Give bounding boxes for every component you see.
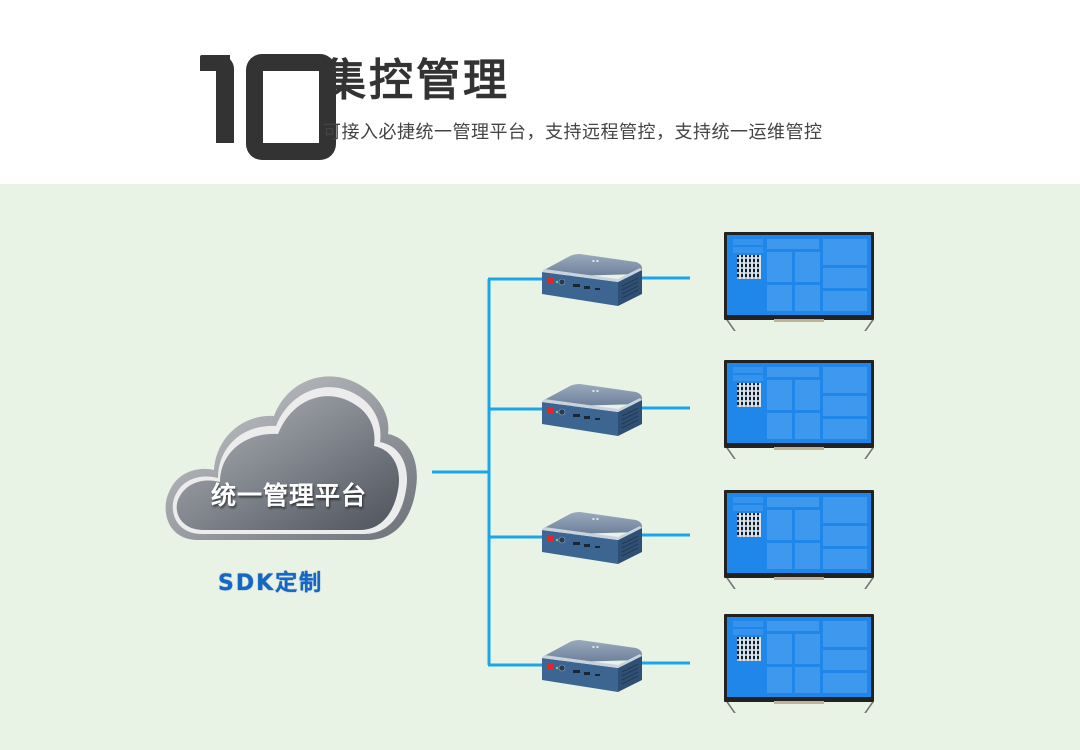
tv-screen <box>724 614 874 702</box>
section-subtitle: 可接入必捷统一管理平台，支持远程管控，支持统一运维管控 <box>323 122 823 143</box>
svg-text:▪ ▪: ▪ ▪ <box>592 644 599 649</box>
digit-zero-glyph <box>246 54 336 160</box>
mini-pc-icon: ▪ ▪ <box>540 248 646 310</box>
mini-pc-icon: ▪ ▪ <box>540 634 646 696</box>
section-number: 10 <box>200 54 336 160</box>
tv-base <box>774 319 824 322</box>
management-platform-cloud: 统一管理平台 <box>158 358 420 548</box>
section-title: 集控管理 <box>322 55 510 106</box>
header: 10 集控管理 可接入必捷统一管理平台，支持远程管控，支持统一运维管控 <box>0 0 1080 184</box>
tv-leg-right <box>864 578 874 589</box>
tv-leg-left <box>726 320 736 331</box>
svg-text:▪ ▪: ▪ ▪ <box>592 388 599 393</box>
qr-code <box>737 255 761 279</box>
qr-code <box>737 637 761 661</box>
tv-leg-left <box>726 578 736 589</box>
tv-screen <box>724 360 874 448</box>
qr-code <box>737 383 761 407</box>
tv-leg-right <box>864 448 874 459</box>
tv-leg-left <box>726 448 736 459</box>
tv-icon <box>722 490 878 590</box>
digit-one-glyph <box>200 55 236 143</box>
tv-base <box>774 447 824 450</box>
tv-base <box>774 577 824 580</box>
svg-text:▪ ▪: ▪ ▪ <box>592 516 599 521</box>
mini-pc-icon: ▪ ▪ <box>540 506 646 568</box>
tv-leg-right <box>864 702 874 713</box>
mini-pc-icon: ▪ ▪ <box>540 378 646 440</box>
tv-icon <box>722 232 878 332</box>
sdk-label: SDK定制 <box>218 571 324 596</box>
tv-screen <box>724 490 874 578</box>
tv-icon <box>722 614 878 714</box>
tv-base <box>774 701 824 704</box>
cloud-icon <box>165 376 417 540</box>
tv-leg-right <box>864 320 874 331</box>
svg-text:▪ ▪: ▪ ▪ <box>592 258 599 263</box>
tv-icon <box>722 360 878 460</box>
tv-screen <box>724 232 874 320</box>
platform-label: 统一管理平台 <box>210 481 367 510</box>
qr-code <box>737 513 761 537</box>
tv-leg-left <box>726 702 736 713</box>
